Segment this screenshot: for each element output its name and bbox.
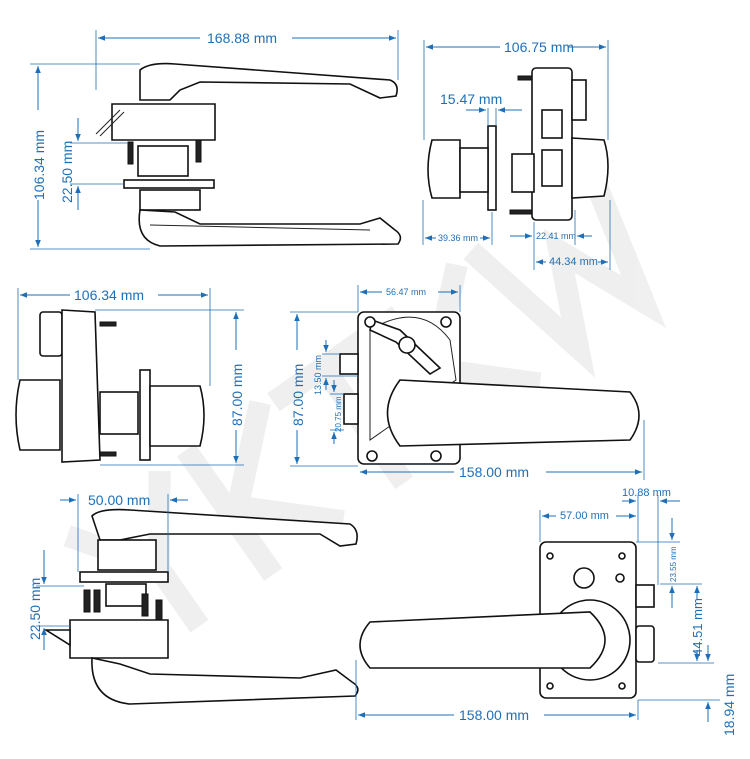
dim-height-label: 106.34 mm	[31, 130, 47, 200]
dim-latch-height-label: 20.75 mm	[334, 396, 343, 432]
dim-spindle-plate-label: 15.47 mm	[440, 91, 502, 107]
dim-latch-depth-label: 10.88 mm	[622, 487, 671, 499]
dim-width-label: 50.00 mm	[88, 492, 150, 508]
dim-latch-span-label: 44.51 mm	[690, 598, 705, 656]
view-top-left: 168.88 mm 106.34 mm 22.50 mm	[30, 30, 402, 250]
dim-latch-offset-label: 23.55 mm	[669, 546, 678, 582]
dim-width-label: 168.88 mm	[207, 30, 277, 46]
dim-plate-width-label: 57.00 mm	[560, 510, 609, 522]
dim-length-label: 158.00 mm	[459, 707, 529, 723]
dim-length-label: 158.00 mm	[459, 464, 529, 480]
dim-left-depth-label: 39.36 mm	[438, 233, 478, 243]
dim-latch-offset-label: 13.50 mm	[313, 355, 323, 395]
dim-width-label: 106.75 mm	[504, 39, 574, 55]
view-middle-right: 56.47 mm 87.00 mm 13.50 mm 20.75 mm 158.…	[290, 285, 645, 480]
dim-spindle-label: 22.50 mm	[27, 578, 43, 640]
view-bottom-right: 57.00 mm 10.88 mm 23.55 mm 44.51 mm 18.9…	[355, 487, 737, 736]
view-bottom-left: 50.00 mm 22.50 mm	[27, 492, 359, 705]
dim-right-depth-label: 44.34 mm	[549, 256, 598, 268]
dim-bottom-offset-label: 18.94 mm	[721, 674, 737, 736]
view-middle-left: 106.34 mm 87.00 mm	[15, 287, 245, 466]
dim-width-label: 106.34 mm	[74, 287, 144, 303]
dim-spindle-label: 22.50 mm	[59, 141, 75, 203]
view-top-right: 106.75 mm 15.47 mm 39.36 mm 22.41 mm 44.…	[422, 39, 611, 270]
dim-height-label: 87.00 mm	[290, 364, 306, 426]
dim-latch-label: 22.41 mm	[536, 231, 576, 241]
dim-plate-width-label: 56.47 mm	[386, 287, 426, 297]
dim-height-label: 87.00 mm	[229, 364, 245, 426]
